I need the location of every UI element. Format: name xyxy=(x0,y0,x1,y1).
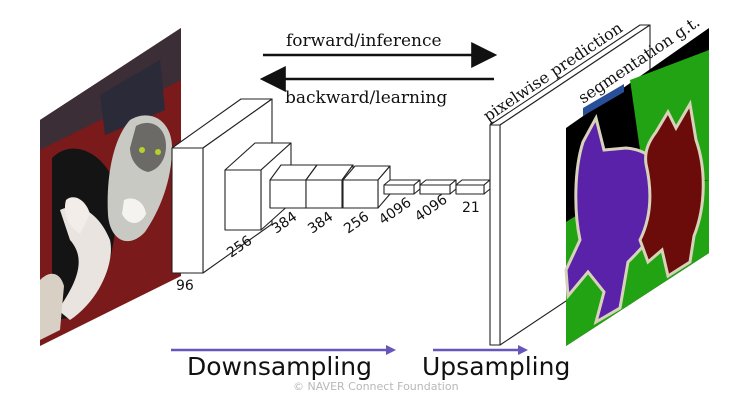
layer-label-384b: 384 xyxy=(305,209,336,237)
copyright-notice: © NAVER Connect Foundation xyxy=(293,380,459,393)
downsampling-arrow xyxy=(171,345,396,355)
backward-label: backward/learning xyxy=(285,88,447,108)
input-image xyxy=(40,28,181,346)
layer-label-256b: 256 xyxy=(341,209,372,237)
layer-label-4096b: 4096 xyxy=(412,192,450,226)
segmentation-image xyxy=(564,28,709,346)
layer-blocks xyxy=(171,98,491,274)
layer-box-4096a xyxy=(383,179,421,195)
upsampling-label: Upsampling xyxy=(422,352,571,381)
layer-box-21 xyxy=(455,179,491,195)
layer-box-4096b xyxy=(419,179,457,195)
forward-label: forward/inference xyxy=(286,31,442,51)
layer-label-21: 21 xyxy=(462,200,480,216)
downsampling-label: Downsampling xyxy=(187,352,373,381)
upsampling-arrow xyxy=(433,345,528,355)
layer-label-96: 96 xyxy=(176,278,194,294)
layer-box-256b xyxy=(342,165,391,209)
